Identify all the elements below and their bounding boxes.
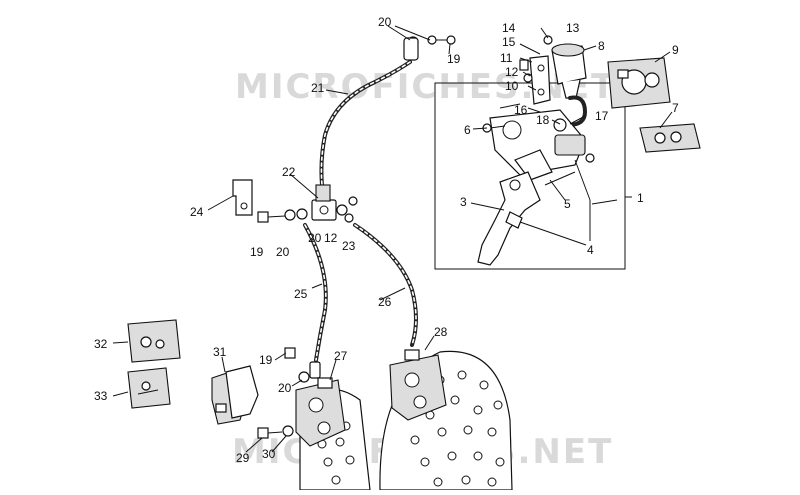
label-8: 8	[598, 39, 605, 53]
label-31: 31	[213, 345, 227, 359]
label-5: 5	[564, 197, 571, 211]
label-22: 22	[282, 165, 296, 179]
label-12-top: 12	[505, 65, 519, 79]
label-21: 21	[311, 81, 325, 95]
distributor-bracket	[232, 179, 253, 216]
seal-kit-bag	[607, 57, 671, 109]
hose-26	[353, 223, 418, 347]
reservoir-hose	[566, 95, 588, 127]
pad-kit-bag-33	[127, 367, 171, 409]
label-6: 6	[464, 123, 471, 137]
label-19-caliper: 19	[259, 353, 273, 367]
brake-caliper-right	[389, 349, 447, 421]
label-30: 30	[262, 447, 276, 461]
caliper-bolt-29	[257, 425, 294, 439]
label-20-top: 20	[378, 15, 392, 29]
label-27: 27	[334, 349, 348, 363]
banjo-left-caliper	[284, 347, 321, 383]
fittings-right	[336, 196, 358, 223]
leader-lines	[112, 25, 673, 453]
brake-caliper-left	[295, 377, 346, 447]
label-18: 18	[536, 113, 550, 127]
screw-6	[482, 123, 506, 133]
brake-lever	[477, 171, 541, 266]
label-12-mid: 12	[324, 231, 338, 245]
label-9: 9	[672, 43, 679, 57]
brake-pads	[211, 365, 259, 425]
part-labels: 1 3 4 5 6 7 8 9 10 11 12 12 13 14 15 16 …	[94, 15, 679, 465]
master-cylinder-body	[489, 103, 586, 181]
label-19-left: 19	[250, 245, 264, 259]
label-7: 7	[672, 101, 679, 115]
label-33: 33	[94, 389, 108, 403]
label-16: 16	[514, 103, 528, 117]
brake-fluid-reservoir	[551, 43, 587, 99]
label-3: 3	[460, 195, 467, 209]
label-4: 4	[587, 243, 594, 257]
pad-kit-bag-32	[127, 319, 181, 363]
label-29: 29	[236, 451, 250, 465]
label-25: 25	[294, 287, 308, 301]
label-23: 23	[342, 239, 356, 253]
label-28: 28	[434, 325, 448, 339]
hose-25	[303, 223, 328, 362]
brake-distributor	[311, 184, 337, 221]
label-11: 11	[500, 51, 513, 65]
label-20-caliper: 20	[278, 381, 292, 395]
label-13: 13	[566, 21, 580, 35]
label-20-left: 20	[276, 245, 290, 259]
label-19-top: 19	[447, 52, 461, 66]
label-32: 32	[94, 337, 108, 351]
master-cylinder-group-frame	[434, 82, 626, 270]
bolt-19-left	[257, 208, 308, 223]
watermark-top: MICROFICHES.NET	[235, 67, 616, 107]
label-10: 10	[505, 79, 519, 93]
label-20-mid: 20	[308, 231, 322, 245]
label-14: 14	[502, 21, 516, 35]
banjo-fitting-top	[403, 35, 456, 61]
reservoir-bracket	[519, 35, 553, 105]
label-17: 17	[595, 109, 609, 123]
label-15: 15	[502, 35, 516, 49]
repair-kit-bag	[639, 123, 701, 153]
label-1: 1	[637, 191, 644, 205]
lever-pivot-screw	[544, 153, 595, 201]
label-26: 26	[378, 295, 392, 309]
label-24: 24	[190, 205, 204, 219]
